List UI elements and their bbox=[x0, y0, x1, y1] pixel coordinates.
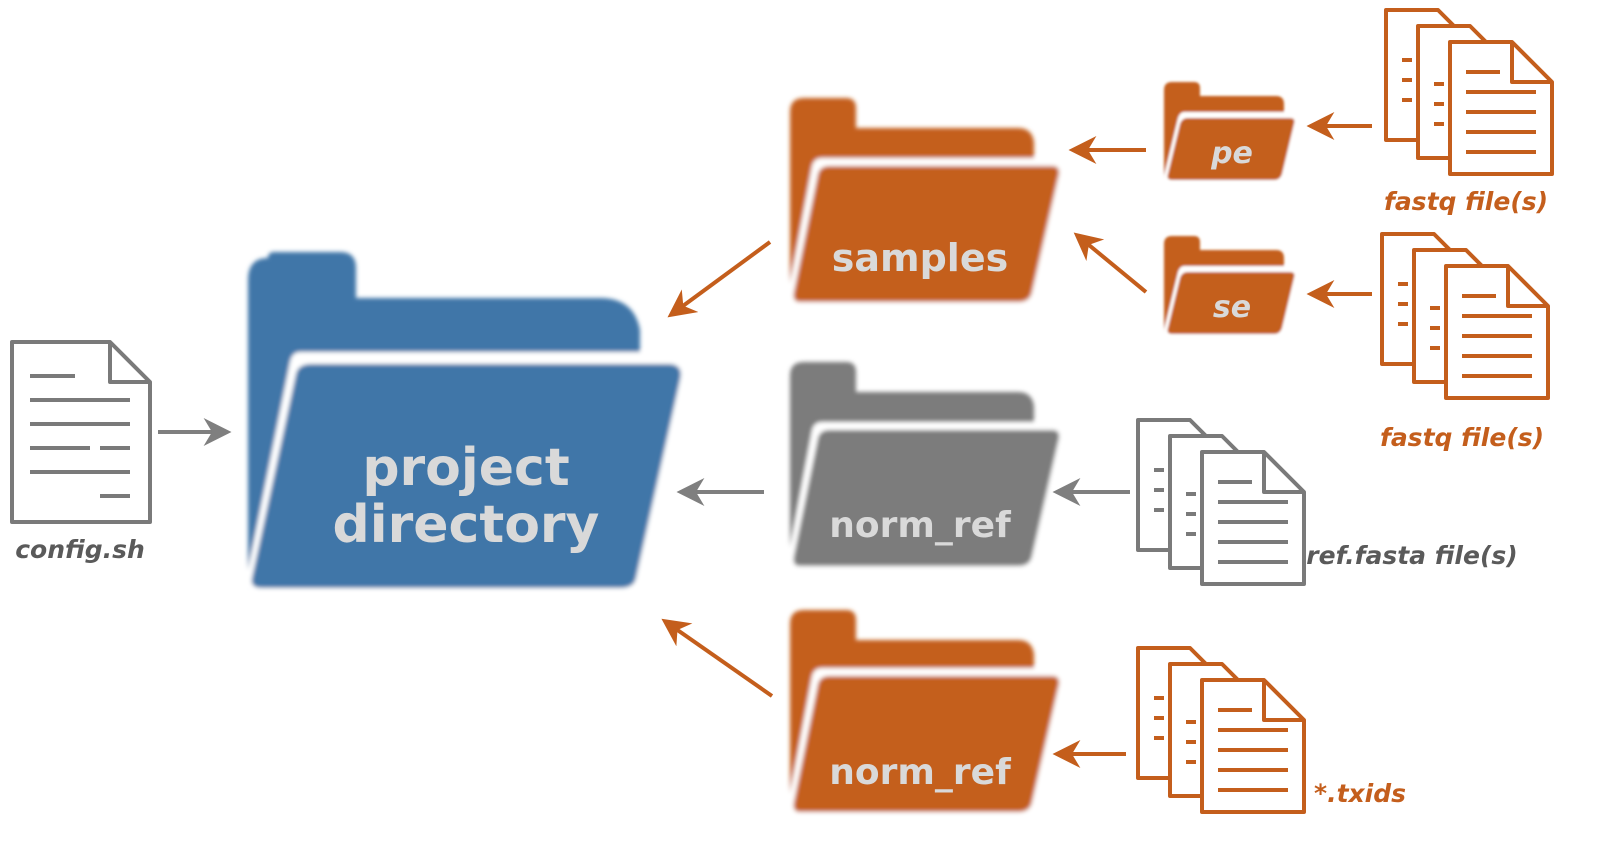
se-folder: se bbox=[1164, 236, 1299, 336]
project-folder-label-line1: project bbox=[362, 438, 569, 498]
fastq-se-label: fastq file(s) bbox=[1380, 423, 1544, 452]
samples-folder: samples bbox=[787, 98, 1063, 306]
config-file: config.sh bbox=[10, 340, 152, 564]
documents-icon bbox=[1136, 646, 1306, 814]
config-file-label: config.sh bbox=[15, 535, 145, 564]
fastq-files-se: fastq file(s) bbox=[1380, 232, 1550, 452]
se-folder-label: se bbox=[1213, 290, 1251, 325]
project-directory-folder: project directory bbox=[245, 252, 687, 592]
pe-folder-label: pe bbox=[1210, 136, 1253, 171]
arrow-se-to-samples bbox=[1073, 232, 1148, 294]
documents-icon bbox=[1384, 8, 1554, 176]
fastq-pe-label: fastq file(s) bbox=[1384, 187, 1548, 216]
ref-fasta-files: ref.fasta file(s) bbox=[1136, 418, 1518, 586]
document-icon bbox=[10, 340, 152, 524]
folder-icon bbox=[787, 610, 1063, 816]
project-folder-label-line2: directory bbox=[333, 495, 600, 555]
folder-icon bbox=[787, 362, 1063, 570]
arrows bbox=[661, 112, 1372, 768]
norm-ref-gray-label: norm_ref bbox=[829, 505, 1011, 546]
samples-folder-label: samples bbox=[832, 236, 1008, 280]
arrow-normref-orange-to-project bbox=[661, 618, 774, 698]
documents-icon bbox=[1136, 418, 1306, 586]
folder-icon bbox=[1164, 236, 1299, 336]
ref-fasta-label: ref.fasta file(s) bbox=[1306, 541, 1517, 570]
folder-icon bbox=[787, 98, 1063, 306]
fastq-files-pe: fastq file(s) bbox=[1384, 8, 1554, 216]
norm-ref-folder-orange: norm_ref bbox=[787, 610, 1063, 816]
pe-folder: pe bbox=[1164, 82, 1299, 182]
documents-icon bbox=[1380, 232, 1550, 400]
arrow-samples-to-project bbox=[667, 240, 772, 318]
folder-icon bbox=[1164, 82, 1299, 182]
norm-ref-orange-label: norm_ref bbox=[829, 752, 1011, 793]
txids-files: *.txids bbox=[1136, 646, 1406, 814]
txids-label: *.txids bbox=[1314, 779, 1406, 808]
folder-icon bbox=[245, 252, 687, 592]
norm-ref-folder-gray: norm_ref bbox=[787, 362, 1063, 570]
